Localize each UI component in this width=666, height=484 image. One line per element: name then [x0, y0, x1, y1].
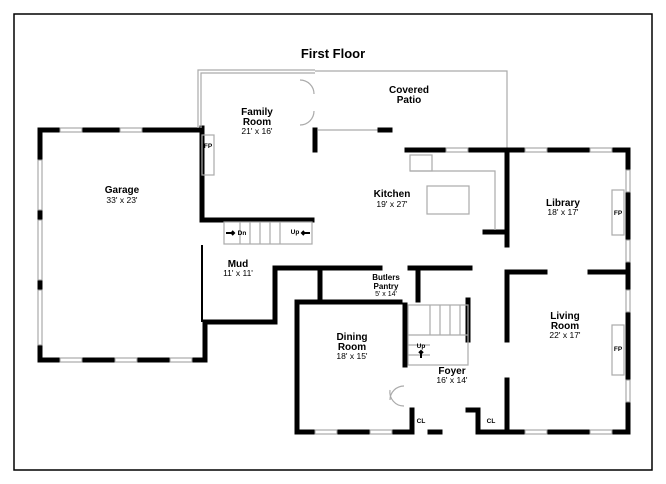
rooms-butlers-pantry-name1: Butlers	[372, 273, 400, 282]
rooms-foyer-name: Foyer	[438, 366, 465, 377]
stairs-up-label: Up	[417, 343, 426, 350]
stairs-down-label: Dn	[238, 230, 247, 237]
floor-title: First Floor	[301, 46, 365, 61]
garage-name: Garage	[105, 185, 140, 196]
rooms-library-size: 18' x 17'	[547, 207, 579, 217]
rooms-family-room-size: 21' x 16'	[241, 126, 273, 136]
rooms-family-room-name2: Room	[243, 117, 271, 128]
rooms-mud-name: Mud	[228, 259, 249, 270]
arrow-up-icon	[418, 349, 424, 358]
rooms-living-room-name1: Living	[550, 311, 579, 322]
rooms-kitchen-name: Kitchen	[374, 189, 411, 200]
closet-label: CL	[417, 418, 426, 425]
rooms-butlers-pantry-size: 5' x 14'	[375, 291, 397, 298]
arrow-left-icon	[300, 230, 310, 236]
rooms-dining-room-name2: Room	[338, 342, 366, 353]
walls	[37, 69, 631, 435]
room-labels: Garage 33' x 23' Family Room 21' x 16' C…	[105, 85, 581, 385]
rooms-living-room-size: 22' x 17'	[549, 330, 581, 340]
fireplace-label: FP	[614, 346, 623, 353]
stairs-down	[223, 221, 313, 245]
rooms-covered-patio-name2: Patio	[397, 95, 421, 106]
windows	[37, 127, 631, 435]
rooms-living-room-name2: Room	[551, 321, 579, 332]
fixtures	[201, 79, 625, 407]
rooms-dining-room-name1: Dining	[336, 332, 367, 343]
fireplace-label: FP	[614, 210, 623, 217]
rooms-dining-room-size: 18' x 15'	[336, 351, 368, 361]
rooms-library-name: Library	[546, 198, 580, 209]
rooms-mud-size: 11' x 11'	[223, 268, 253, 278]
rooms-covered-patio-name1: Covered	[389, 85, 429, 96]
rooms-foyer-size: 16' x 14'	[436, 375, 468, 385]
stairs-up	[407, 304, 469, 366]
stairs-up-label: Up	[291, 229, 300, 236]
page-border	[13, 13, 653, 471]
rooms-family-room-name1: Family	[241, 107, 273, 118]
garage-size: 33' x 23'	[106, 195, 138, 205]
closet-label: CL	[487, 418, 496, 425]
arrow-right-icon	[226, 230, 236, 236]
rooms-butlers-pantry-name2: Pantry	[374, 282, 399, 291]
fireplace-label: FP	[204, 143, 213, 150]
annotations: FP FP FP CL CL Dn Up Up	[204, 143, 623, 425]
rooms-kitchen-size: 19' x 27'	[376, 199, 408, 209]
